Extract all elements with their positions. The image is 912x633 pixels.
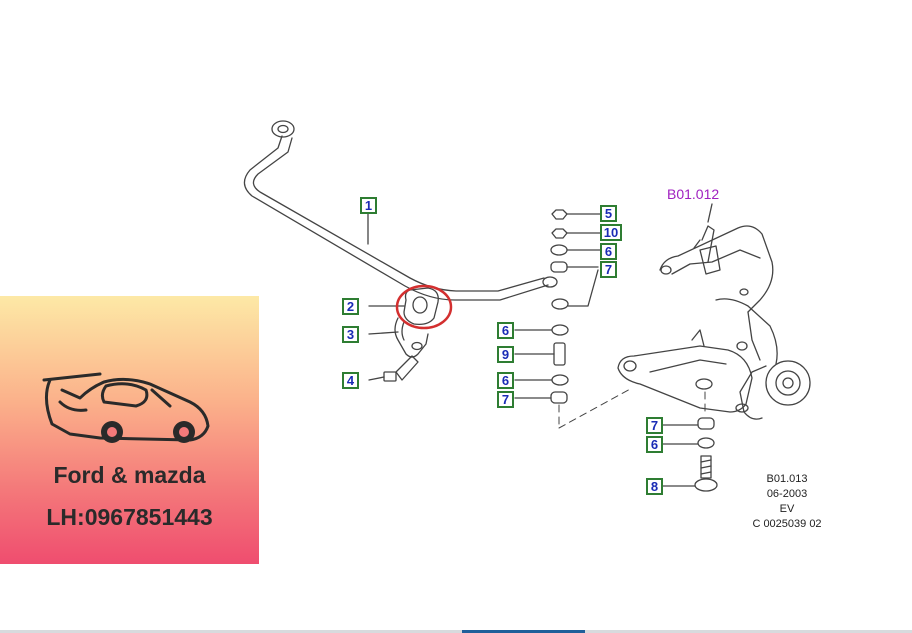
promo-phone-number[interactable]: LH:0967851443 bbox=[46, 504, 213, 530]
callout-7-link[interactable]: 7 bbox=[497, 391, 514, 408]
bottom-scroll-track bbox=[0, 630, 912, 633]
link-hardware-upper bbox=[550, 209, 601, 310]
ref-line: C 0025039 02 bbox=[752, 518, 822, 530]
callout-6-link-a[interactable]: 6 bbox=[497, 322, 514, 339]
callout-6-lower[interactable]: 6 bbox=[646, 436, 663, 453]
link-hardware-lower bbox=[514, 324, 569, 404]
bushing-highlight-circle bbox=[395, 284, 453, 330]
reference-code-link[interactable]: B01.012 bbox=[667, 186, 720, 202]
ref-line: B01.013 bbox=[766, 473, 808, 485]
callout-9[interactable]: 9 bbox=[497, 346, 514, 363]
callout-6-link-b[interactable]: 6 bbox=[497, 372, 514, 389]
stabilizer-bar bbox=[243, 120, 558, 301]
callout-5[interactable]: 5 bbox=[600, 205, 617, 222]
ref-line: 06-2003 bbox=[766, 488, 808, 500]
lower-mount-hardware bbox=[662, 417, 718, 492]
promo-banner: Ford & mazda LH:0967851443 bbox=[0, 296, 259, 564]
bottom-scroll-thumb[interactable] bbox=[462, 630, 585, 633]
assembly-guide-lines bbox=[558, 387, 706, 429]
callout-3[interactable]: 3 bbox=[342, 326, 359, 343]
callout-6-upper[interactable]: 6 bbox=[600, 243, 617, 260]
ref-line: EV bbox=[779, 503, 795, 515]
sports-car-icon bbox=[42, 372, 210, 443]
clamp-bolt bbox=[368, 355, 419, 382]
reference-info-block: B01.013 06-2003 EV C 0025039 02 bbox=[742, 472, 832, 532]
callout-1[interactable]: 1 bbox=[360, 197, 377, 214]
callout-4[interactable]: 4 bbox=[342, 372, 359, 389]
callout-2[interactable]: 2 bbox=[342, 298, 359, 315]
promo-brand-name: Ford & mazda bbox=[53, 462, 206, 488]
callout-7-upper[interactable]: 7 bbox=[600, 261, 617, 278]
callout-7-lower[interactable]: 7 bbox=[646, 417, 663, 434]
bushing-clamp bbox=[368, 317, 429, 358]
callout-8[interactable]: 8 bbox=[646, 478, 663, 495]
suspension-knuckle bbox=[617, 203, 811, 420]
callout-10[interactable]: 10 bbox=[600, 224, 622, 241]
